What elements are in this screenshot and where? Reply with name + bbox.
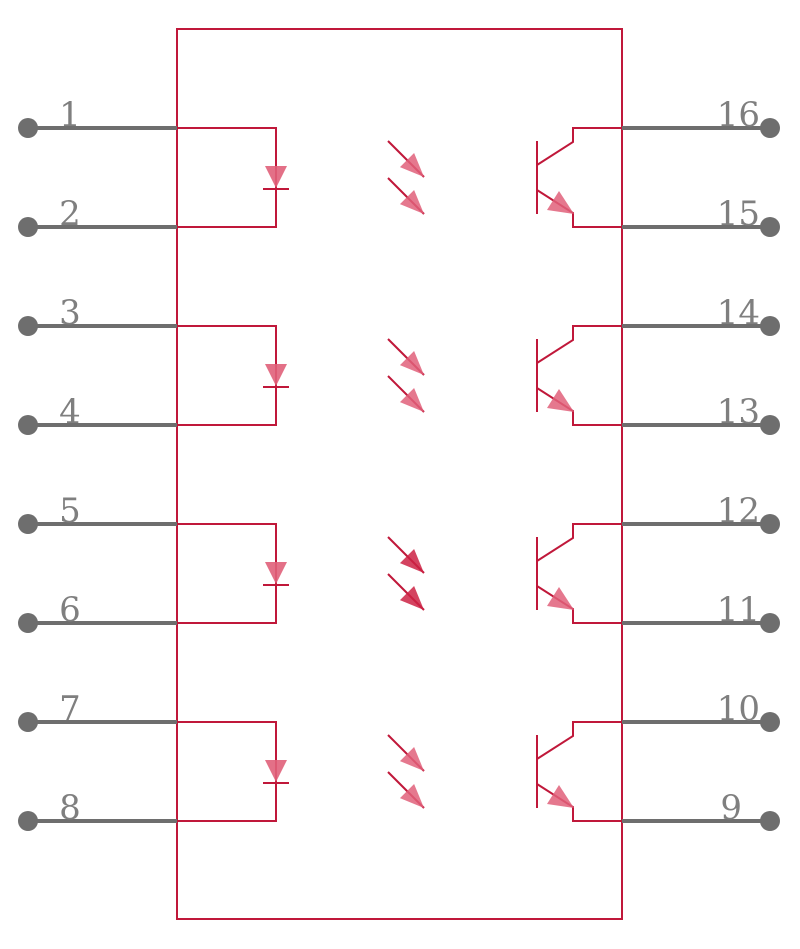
pin-14-number: 14 (717, 293, 760, 333)
channel-1 (177, 127, 622, 228)
pin-5: 5 (18, 491, 177, 534)
pin-15-number: 15 (717, 194, 760, 234)
pin-3-number: 3 (59, 293, 81, 333)
light-arrow-upper-head (399, 152, 424, 177)
light-arrow-lower-head (399, 585, 424, 610)
pin-16-terminal (760, 118, 780, 138)
pin-14: 14 (622, 293, 780, 336)
package-body (176, 28, 623, 920)
pin-11-terminal (760, 613, 780, 633)
led-wire (177, 127, 277, 228)
emitter-arrow-icon (547, 785, 574, 808)
pin-13: 13 (622, 392, 780, 435)
pin-7-terminal (18, 712, 38, 732)
transistor-collector (536, 127, 622, 166)
channel-4 (177, 721, 622, 822)
pin-2: 2 (18, 194, 177, 237)
transistor-collector (536, 523, 622, 562)
pin-2-terminal (18, 217, 38, 237)
pin-5-number: 5 (59, 491, 81, 531)
pin-12-number: 12 (717, 491, 760, 531)
transistor-collector (536, 721, 622, 760)
light-arrow-lower-head (399, 387, 424, 412)
pin-1: 1 (18, 95, 177, 138)
emitter-arrow-icon (547, 587, 574, 610)
channel-3 (177, 523, 622, 624)
light-arrow-upper-head (399, 548, 424, 573)
pin-4: 4 (18, 392, 177, 435)
light-arrow-lower-head (399, 189, 424, 214)
pin-16-number: 16 (717, 95, 760, 135)
led-diode-icon (265, 364, 287, 386)
pin-11-number: 11 (717, 590, 760, 630)
pin-3-terminal (18, 316, 38, 336)
pin-7-number: 7 (59, 689, 81, 729)
led-wire (177, 721, 277, 822)
pin-13-terminal (760, 415, 780, 435)
pin-8-number: 8 (59, 788, 81, 828)
pin-14-terminal (760, 316, 780, 336)
pin-6-terminal (18, 613, 38, 633)
pin-16: 16 (622, 95, 780, 138)
pin-12: 12 (622, 491, 780, 534)
pin-10-terminal (760, 712, 780, 732)
channel-2 (177, 325, 622, 426)
pin-4-terminal (18, 415, 38, 435)
pin-6-number: 6 (59, 590, 81, 630)
pin-1-number: 1 (59, 95, 81, 135)
led-diode-icon (265, 760, 287, 782)
light-arrow-upper-head (399, 746, 424, 771)
pin-1-terminal (18, 118, 38, 138)
pin-8-terminal (18, 811, 38, 831)
pin-4-number: 4 (59, 392, 81, 432)
pin-15-terminal (760, 217, 780, 237)
transistor-collector (536, 325, 622, 364)
led-diode-icon (265, 166, 287, 188)
pin-5-terminal (18, 514, 38, 534)
pin-9-number: 9 (720, 788, 742, 828)
pin-9: 9 (622, 788, 780, 831)
pin-12-terminal (760, 514, 780, 534)
pin-10: 10 (622, 689, 780, 732)
emitter-arrow-icon (547, 191, 574, 214)
light-arrow-lower-head (399, 783, 424, 808)
emitter-arrow-icon (547, 389, 574, 412)
pin-6: 6 (18, 590, 177, 633)
pin-3: 3 (18, 293, 177, 336)
pin-8: 8 (18, 788, 177, 831)
led-wire (177, 523, 277, 624)
pin-11: 11 (622, 590, 780, 633)
pin-13-number: 13 (717, 392, 760, 432)
pin-15: 15 (622, 194, 780, 237)
led-diode-icon (265, 562, 287, 584)
led-wire (177, 325, 277, 426)
light-arrow-upper-head (399, 350, 424, 375)
pin-2-number: 2 (59, 194, 81, 234)
pin-9-terminal (760, 811, 780, 831)
pin-10-number: 10 (717, 689, 760, 729)
pin-7: 7 (18, 689, 177, 732)
